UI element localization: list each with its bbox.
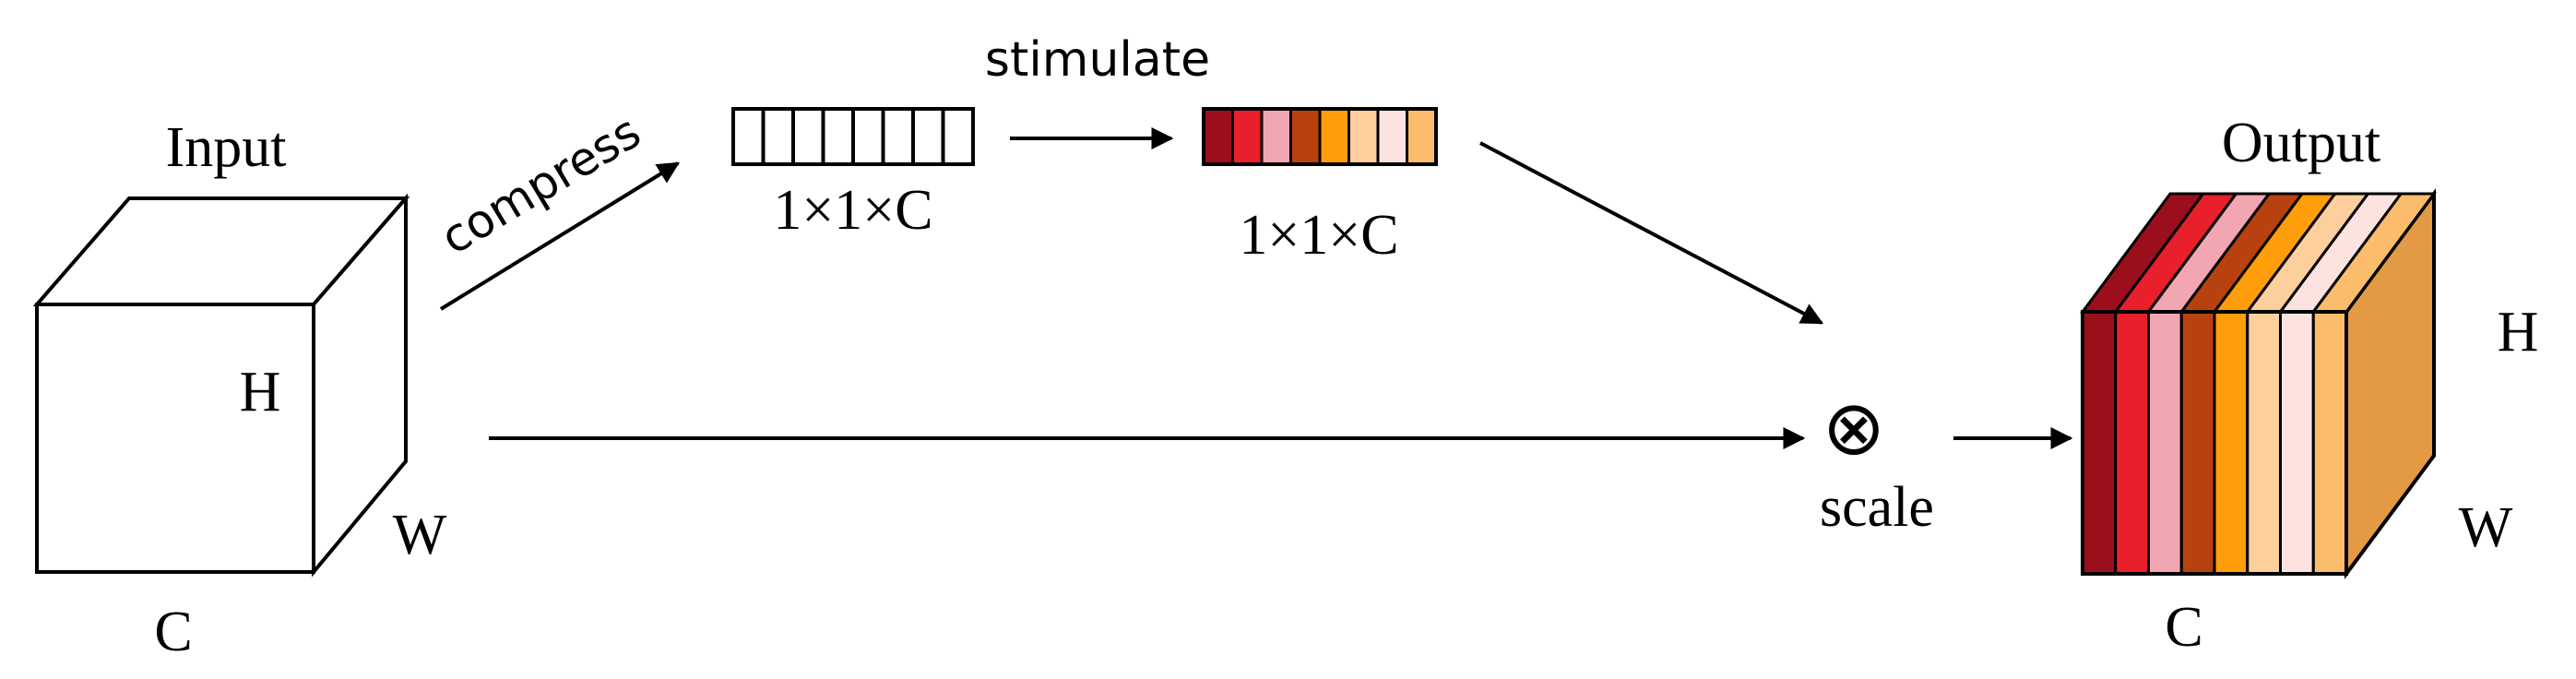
output-front-slice (2179, 310, 2216, 576)
input-cube (32, 193, 410, 578)
output-cube (2080, 187, 2437, 580)
input-label: Input (166, 116, 287, 179)
multiply-icon: ⊗ (1822, 385, 1886, 472)
squeezed-vector (731, 107, 975, 166)
excited-dims-label: 1×1×C (1239, 204, 1398, 267)
input-cube-front-face (35, 303, 315, 574)
squeezed-cell (791, 107, 825, 166)
output-front-slice (2279, 310, 2315, 576)
excited-cell (1347, 107, 1380, 166)
excited-cell (1231, 107, 1264, 166)
output-cube-front-outline (2081, 310, 2348, 576)
input-c-label: C (154, 601, 192, 663)
squeezed-cell (851, 107, 885, 166)
compress-arrow (439, 161, 681, 311)
excited-cell (1260, 107, 1292, 166)
output-front-slice (2147, 310, 2183, 576)
excited-cell (1376, 107, 1408, 166)
squeezed-cell (881, 107, 915, 166)
squeezed-cell (941, 107, 975, 166)
output-label: Output (2222, 112, 2380, 174)
squeezed-cell (911, 107, 945, 166)
excited-vector-border (1202, 107, 1438, 166)
input-h-label: H (240, 361, 281, 423)
output-front-slice (2081, 310, 2118, 576)
excited-vector (1202, 107, 1438, 166)
squeezed-cell (821, 107, 855, 166)
output-h-label: H (2498, 301, 2539, 363)
output-front-slice (2213, 310, 2250, 576)
output-front-slice (2114, 310, 2150, 576)
squeezed-cell (761, 107, 795, 166)
weights-to-scale-arrow (1479, 141, 1824, 325)
excited-cell (1406, 107, 1438, 166)
output-w-label: W (2459, 496, 2513, 559)
scale-label: scale (1820, 476, 1934, 539)
excited-cell (1318, 107, 1350, 166)
output-c-label: C (2165, 596, 2202, 659)
compress-label: compress (432, 105, 649, 266)
output-front-slice (2246, 310, 2282, 576)
squeezed-cell (731, 107, 766, 166)
excited-cell (1202, 107, 1234, 166)
output-front-slice (2311, 310, 2348, 576)
stimulate-label: stimulate (985, 32, 1210, 88)
input-w-label: W (393, 504, 447, 566)
excited-cell (1289, 107, 1322, 166)
squeezed-dims-label: 1×1×C (773, 179, 932, 242)
